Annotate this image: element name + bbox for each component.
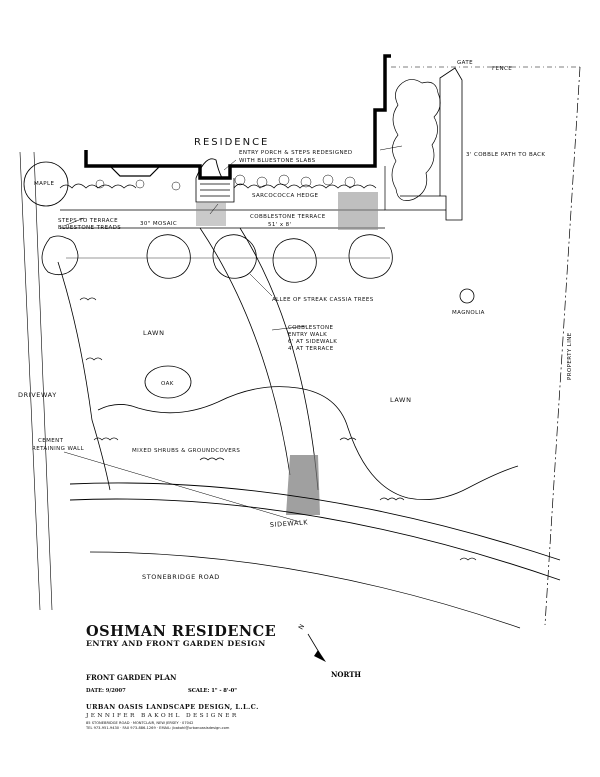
- road-curb: [89, 551, 521, 629]
- cobble-terrace-label: COBBLESTONE TERRACE: [250, 214, 326, 220]
- maple-label: MAPLE: [34, 181, 54, 187]
- north-arrow-letter: N: [297, 622, 307, 631]
- cobble-terrace-dim: 51' x 8': [268, 222, 291, 228]
- cobble-path-label: 3' COBBLE PATH TO BACK: [466, 152, 545, 158]
- shrub-bed-scallops: [79, 297, 477, 561]
- steps-terrace-label-2: BLUESTONE TREADS: [58, 225, 121, 231]
- gate-label: GATE: [457, 60, 473, 66]
- allee-label: ALLEE OF STREAK CASSIA TREES: [272, 297, 374, 303]
- property-line-label: PROPERTY LINE: [567, 332, 573, 380]
- cobblestone-patch: [196, 202, 226, 226]
- sidewalk-top: [69, 482, 561, 561]
- retaining-wall-leader: [63, 451, 301, 523]
- bay-window: [109, 165, 161, 177]
- property-line: [544, 66, 581, 626]
- project-subtitle: ENTRY AND FRONT GARDEN DESIGN: [86, 639, 266, 648]
- project-title: OSHMAN RESIDENCE: [86, 623, 277, 640]
- mosaic-label: 30" MOSAIC: [140, 221, 177, 227]
- plan-date: DATE: 9/2007: [86, 688, 126, 694]
- cobble-walk-label-3: 6' AT SIDEWALK: [288, 339, 337, 345]
- north-label: NORTH: [331, 670, 362, 679]
- steps-terrace-label: STEPS TO TERRACE: [58, 218, 118, 224]
- cement-wall-label-2: RETAINING WALL: [32, 446, 85, 452]
- lawn-lower-label: LAWN: [390, 396, 412, 404]
- sidewalk-bottom: [69, 498, 561, 581]
- lawn-upper-label: LAWN: [143, 329, 165, 337]
- sidewalk-label: SIDEWALK: [270, 518, 309, 529]
- hedge-dots: [95, 174, 356, 191]
- driveway-edge: [19, 151, 53, 611]
- cobble-walk-label-4: 4' AT TERRACE: [288, 346, 334, 352]
- residence-wall: [84, 54, 391, 180]
- maple-tree: [23, 161, 69, 207]
- north-arrow-icon: N: [297, 622, 326, 662]
- residence-label: RESIDENCE: [194, 137, 269, 148]
- fence-label: FENCE: [492, 66, 512, 72]
- shrub-bed-edge: [57, 261, 519, 501]
- mixed-shrubs-label: MIXED SHRUBS & GROUNDCOVERS: [132, 448, 240, 454]
- entry-walk-right: [239, 227, 319, 491]
- side-path: [439, 67, 463, 221]
- cobble-walk-label-2: ENTRY WALK: [288, 332, 327, 338]
- magnolia-label: MAGNOLIA: [452, 310, 485, 316]
- entry-porch-label: ENTRY PORCH & STEPS REDESIGNED: [239, 150, 353, 156]
- side-shrubs: [391, 79, 441, 201]
- entry-walk-cobbles: [286, 455, 320, 515]
- cobblestone-terrace: [338, 192, 378, 230]
- sarcococca-label: SARCOCOCCA HEDGE: [252, 193, 319, 199]
- designer-name: JENNIFER BAKOHL DESIGNER: [86, 713, 239, 719]
- oak-label: OAK: [161, 381, 174, 387]
- magnolia-tree: [459, 288, 475, 304]
- entry-walk-left: [199, 227, 291, 476]
- side-terrace: [384, 166, 446, 211]
- allee-trees: [41, 234, 393, 283]
- entry-porch: [195, 178, 235, 203]
- cement-wall-label: CEMENT: [38, 438, 64, 444]
- plan-scale: SCALE: 1" - 8'-0": [188, 688, 237, 694]
- terrace-outline: [60, 209, 385, 229]
- road-label: STONEBRIDGE ROAD: [142, 573, 220, 581]
- firm-contact: TEL 973-951-9430 · FAX 973-886-1269 · EM…: [86, 726, 230, 730]
- driveway-label: DRIVEWAY: [18, 391, 57, 399]
- firm-name: URBAN OASIS LANDSCAPE DESIGN, L.L.C.: [86, 703, 259, 711]
- entry-porch-roof: [195, 158, 223, 179]
- leader-lines: [63, 145, 403, 331]
- plan-name: FRONT GARDEN PLAN: [86, 673, 177, 682]
- entry-porch-label-2: WITH BLUESTONE SLABS: [239, 158, 316, 164]
- oak-tree: [144, 365, 192, 399]
- firm-address: 85 STONEBRIDGE ROAD · MONTCLAIR, NEW JER…: [86, 721, 194, 725]
- sarcococca-hedge: [59, 183, 377, 189]
- cobble-walk-label: COBBLESTONE: [288, 325, 334, 331]
